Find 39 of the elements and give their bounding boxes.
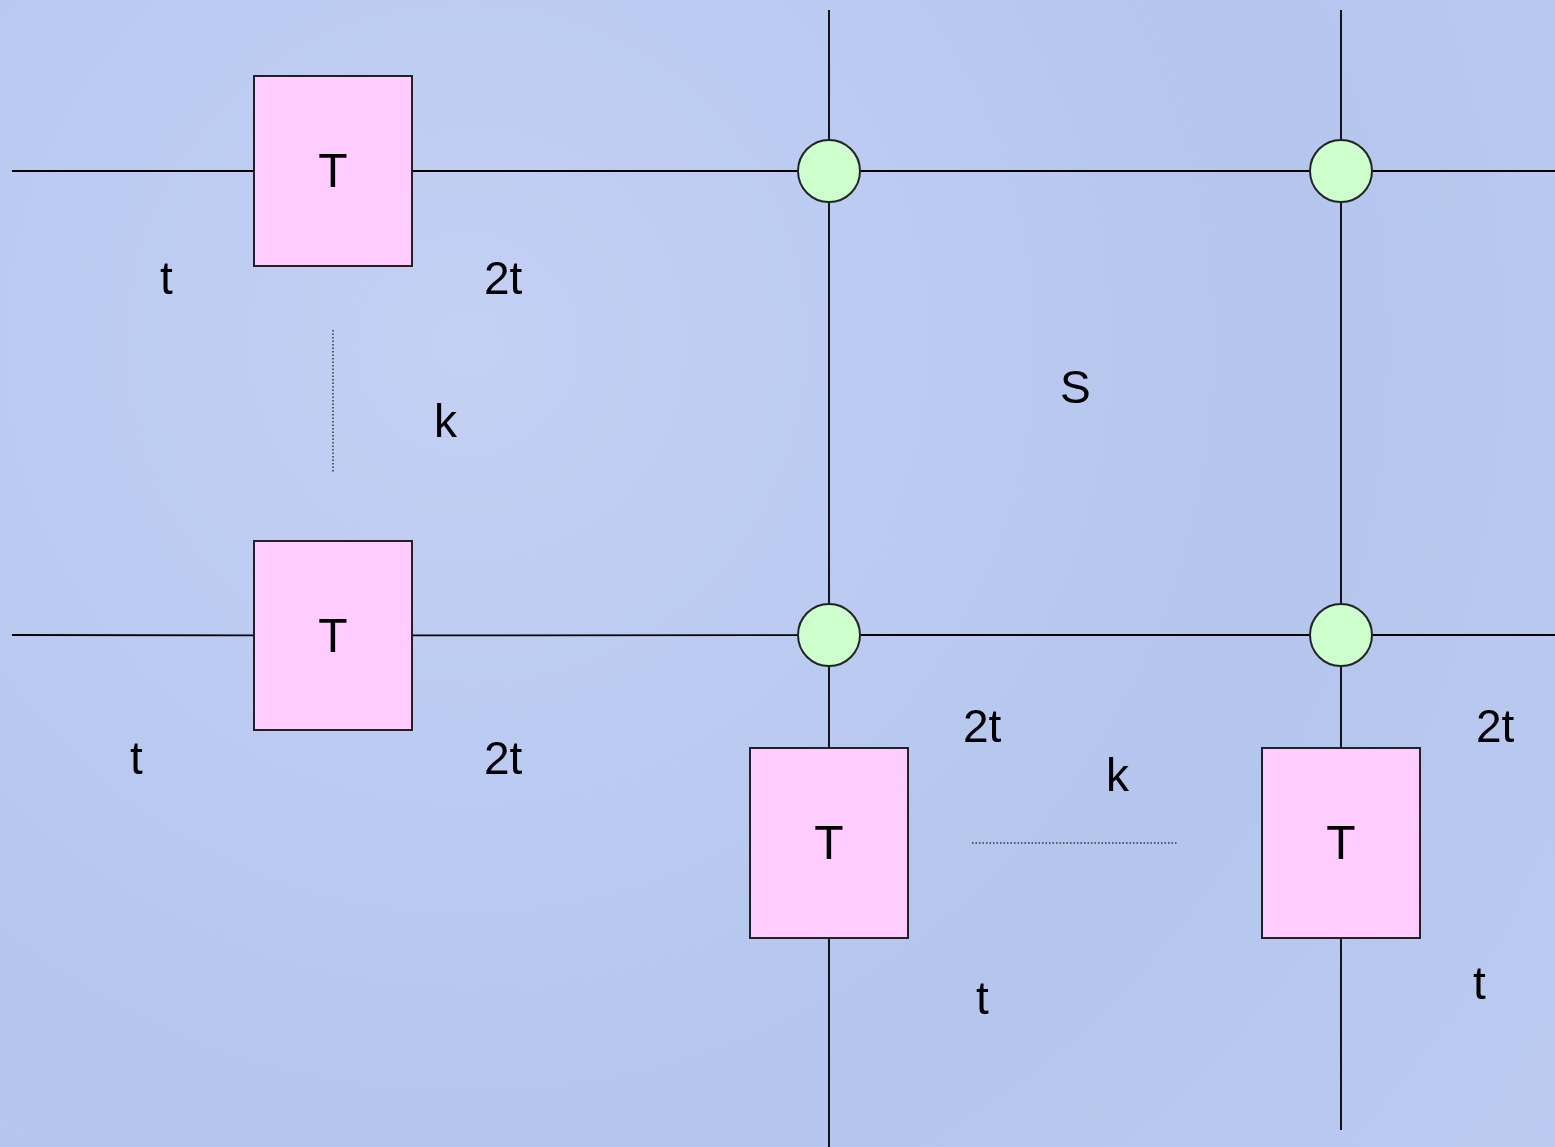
connector-line (828, 202, 830, 604)
connector-line (1372, 170, 1555, 172)
delay-label: 2t (484, 255, 523, 301)
delay-label: 2t (963, 703, 1002, 749)
connector-line (1340, 9, 1342, 140)
connector-line (412, 170, 798, 172)
circle-node (1309, 603, 1373, 667)
connector-line (828, 938, 830, 1147)
box-label: T (1326, 819, 1356, 867)
circle-node (797, 603, 861, 667)
connector-line (1340, 666, 1342, 748)
connector-line (11, 170, 254, 172)
connector-line (860, 170, 1310, 172)
box-label: T (318, 147, 348, 195)
variable-label: k (434, 398, 457, 444)
box-label: T (814, 819, 844, 867)
connector-line (860, 634, 1310, 636)
variable-label: k (1106, 752, 1129, 798)
process-box (749, 747, 909, 939)
connector-line (1340, 202, 1342, 604)
variable-label: S (1060, 364, 1091, 410)
delay-label: 2t (1476, 703, 1515, 749)
connector-line (11, 634, 254, 637)
process-box (1261, 747, 1421, 939)
delay-label: t (160, 255, 173, 301)
connector-line (828, 666, 830, 748)
delay-label: 2t (484, 735, 523, 781)
box-label: T (318, 611, 348, 660)
circle-node (797, 139, 861, 203)
delay-label: t (130, 735, 143, 781)
delay-label: t (1473, 960, 1486, 1006)
connector-line (828, 9, 830, 140)
process-box (253, 75, 413, 267)
delay-label: t (976, 975, 989, 1021)
connector-line (1372, 634, 1555, 636)
connector-line (1340, 938, 1342, 1131)
connector-line (412, 634, 798, 637)
circle-node (1309, 139, 1373, 203)
process-box (253, 540, 413, 731)
